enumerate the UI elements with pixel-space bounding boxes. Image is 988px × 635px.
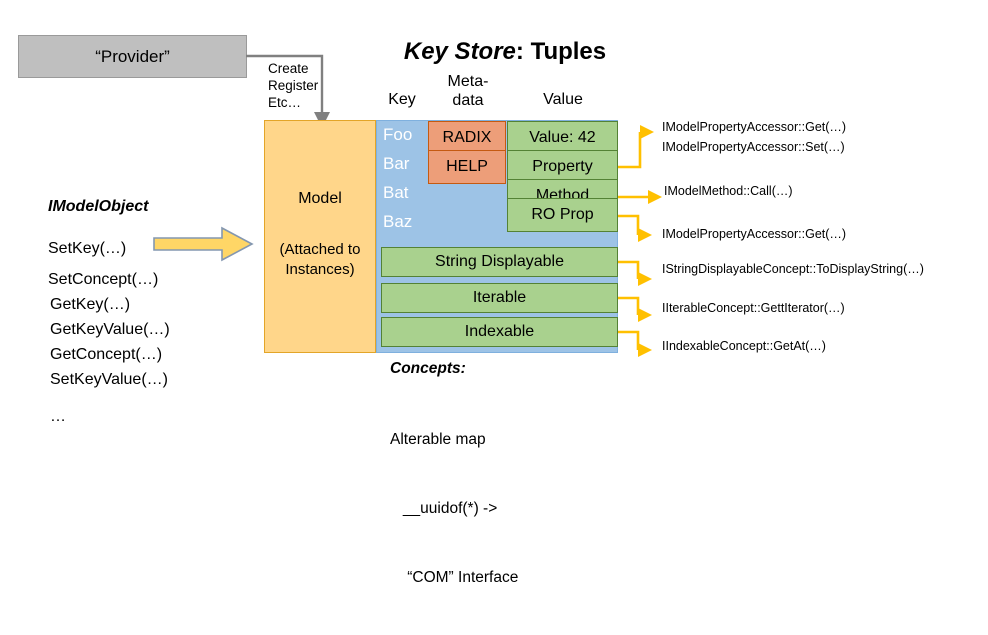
provider-label: “Provider”: [95, 46, 170, 66]
model-sublabel-line-1: (Attached to: [279, 241, 361, 258]
callout-label-2: IModelMethod::Call(…): [664, 184, 793, 198]
page-title: Key Store: Tuples: [380, 38, 630, 66]
title-rest: : Tuples: [515, 38, 607, 65]
column-header-key: Key: [388, 91, 416, 108]
model-sublabel-line-2: Instances): [285, 261, 355, 278]
column-header-metadata: Meta- data: [432, 72, 504, 110]
value-cell-3: RO Prop: [507, 198, 618, 232]
key-label-3: Baz: [383, 212, 413, 231]
imodelobject-method-setconcept: SetConcept(…): [48, 271, 159, 288]
key-label-2: Bat: [383, 183, 409, 202]
column-header-metadata-line-2: data: [452, 92, 484, 109]
key-label-1: Bar: [383, 154, 410, 173]
key-label-0: Foo: [383, 125, 413, 144]
connector-label-line-3: Etc…: [268, 95, 302, 110]
callout-label-0: IModelPropertyAccessor::Get(…): [662, 120, 847, 134]
concept-row-indexable: Indexable: [381, 317, 618, 347]
column-header-metadata-line-1: Meta-: [447, 73, 489, 90]
model-panel: [264, 120, 376, 353]
connector-label: Create Register Etc…: [268, 60, 328, 111]
imodelobject-ellipsis: …: [50, 408, 66, 425]
concepts-body: Alterable map __uuidof(*) -> “COM” Inter…: [390, 382, 518, 635]
callout-connectors: [618, 112, 674, 362]
imodelobject-secondary-methods: GetKey(…) GetKeyValue(…) GetConcept(…) S…: [50, 292, 170, 392]
title-emphasis: Key Store: [403, 38, 516, 65]
concepts-line-1: Alterable map: [390, 431, 486, 448]
imodelobject-to-model-arrow: [152, 226, 258, 270]
imodelobject-method-setkey: SetKey(…): [48, 240, 127, 257]
connector-label-line-1: Create: [268, 61, 309, 76]
callout-label-4: IStringDisplayableConcept::ToDisplayStri…: [662, 262, 924, 276]
column-header-value: Value: [543, 91, 583, 108]
metadata-cell-radix: RADIX: [428, 121, 506, 155]
imodelobject-method-getkey: GetKey(…): [50, 296, 131, 313]
model-label: Model: [298, 190, 342, 207]
concepts-title: Concepts:: [390, 360, 466, 377]
callout-label-6: IIndexableConcept::GetAt(…): [662, 339, 826, 353]
imodelobject-method-getconcept: GetConcept(…): [50, 346, 163, 363]
callout-label-5: IIterableConcept::GettIterator(…): [662, 301, 845, 315]
concepts-line-2: __uuidof(*) ->: [390, 500, 498, 517]
callout-label-3: IModelPropertyAccessor::Get(…): [662, 227, 847, 241]
imodelobject-primary-methods: SetKey(…) SetConcept(…): [48, 233, 158, 295]
concept-row-iterable: Iterable: [381, 283, 618, 313]
imodelobject-title: IModelObject: [48, 198, 149, 215]
concept-row-string-displayable: String Displayable: [381, 247, 618, 277]
diagram-canvas: “Provider” Create Register Etc… Key Stor…: [18, 35, 924, 586]
connector-label-line-2: Register: [268, 78, 319, 93]
concepts-line-3: “COM” Interface: [390, 569, 519, 586]
callout-label-1: IModelPropertyAccessor::Set(…): [662, 140, 845, 154]
model-sublabel: (Attached to Instances): [264, 240, 376, 280]
imodelobject-method-getkeyvalue: GetKeyValue(…): [50, 321, 170, 338]
metadata-cell-help: HELP: [428, 150, 506, 184]
provider-box: “Provider”: [18, 35, 247, 78]
imodelobject-method-setkeyvalue: SetKeyValue(…): [50, 371, 168, 388]
